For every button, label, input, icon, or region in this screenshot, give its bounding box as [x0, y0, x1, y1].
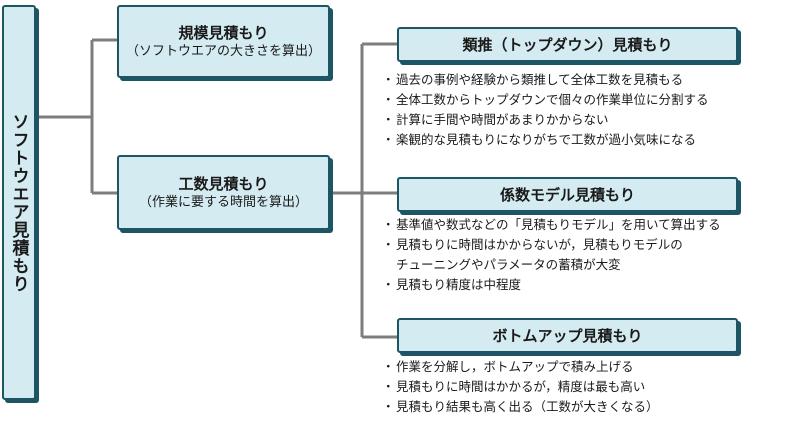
bullet-item: 楽観的な見積もりになりがちで工数が過小気味になる	[382, 130, 709, 150]
bullet-item: 過去の事例や経験から類推して全体工数を見積もる	[382, 70, 709, 90]
bullet-item: 全体工数からトップダウンで個々の作業単位に分割する	[382, 90, 709, 110]
node-analogy-estimation-title: 類推（トップダウン）見積もり	[462, 35, 673, 54]
bullet-item: 見積もり精度は中程度	[382, 275, 721, 295]
node-size-estimation-subtitle: （ソフトウエアの大きさを算出）	[125, 43, 321, 59]
node-effort-estimation: 工数見積もり （作業に要する時間を算出）	[117, 155, 330, 230]
node-bottom-up-estimation-title: ボトムアップ見積もり	[492, 326, 643, 345]
bullet-item: 見積もりに時間はかからないが，見積もりモデルのチューニングやパラメータの蓄積が大…	[382, 235, 721, 275]
analogy-estimation-bullets: 過去の事例や経験から類推して全体工数を見積もる 全体工数からトップダウンで個々の…	[382, 70, 709, 150]
bullet-item: 基準値や数式などの「見積もりモデル」を用いて算出する	[382, 215, 721, 235]
node-size-estimation: 規模見積もり （ソフトウエアの大きさを算出）	[117, 5, 330, 78]
node-coefficient-model-estimation: 係数モデル見積もり	[397, 177, 738, 212]
node-coefficient-model-estimation-title: 係数モデル見積もり	[499, 185, 635, 204]
bullet-continuation-line: チューニングやパラメータの蓄積が大変	[396, 257, 621, 272]
bullet-line: 見積もりに時間はかからないが，見積もりモデルの	[396, 237, 683, 252]
bullet-item: 見積もり結果も高く出る（工数が大きくなる）	[382, 397, 659, 417]
node-analogy-estimation: 類推（トップダウン）見積もり	[397, 27, 738, 62]
root-node-software-estimation: ソフトウエア見積もり	[2, 5, 36, 400]
node-bottom-up-estimation: ボトムアップ見積もり	[397, 318, 738, 353]
bottom-up-estimation-bullets: 作業を分解し，ボトムアップで積み上げる 見積もりに時間はかかるが，精度は最も高い…	[382, 357, 659, 417]
node-size-estimation-title: 規模見積もり	[178, 23, 269, 42]
bullet-item: 計算に手間や時間があまりかからない	[382, 110, 709, 130]
bullet-item: 見積もりに時間はかかるが，精度は最も高い	[382, 377, 659, 397]
node-effort-estimation-subtitle: （作業に要する時間を算出）	[138, 194, 308, 210]
node-effort-estimation-title: 工数見積もり	[178, 174, 269, 193]
coefficient-model-bullets: 基準値や数式などの「見積もりモデル」を用いて算出する 見積もりに時間はかからない…	[382, 215, 721, 295]
root-node-label: ソフトウエア見積もり	[8, 112, 29, 293]
bullet-item: 作業を分解し，ボトムアップで積み上げる	[382, 357, 659, 377]
